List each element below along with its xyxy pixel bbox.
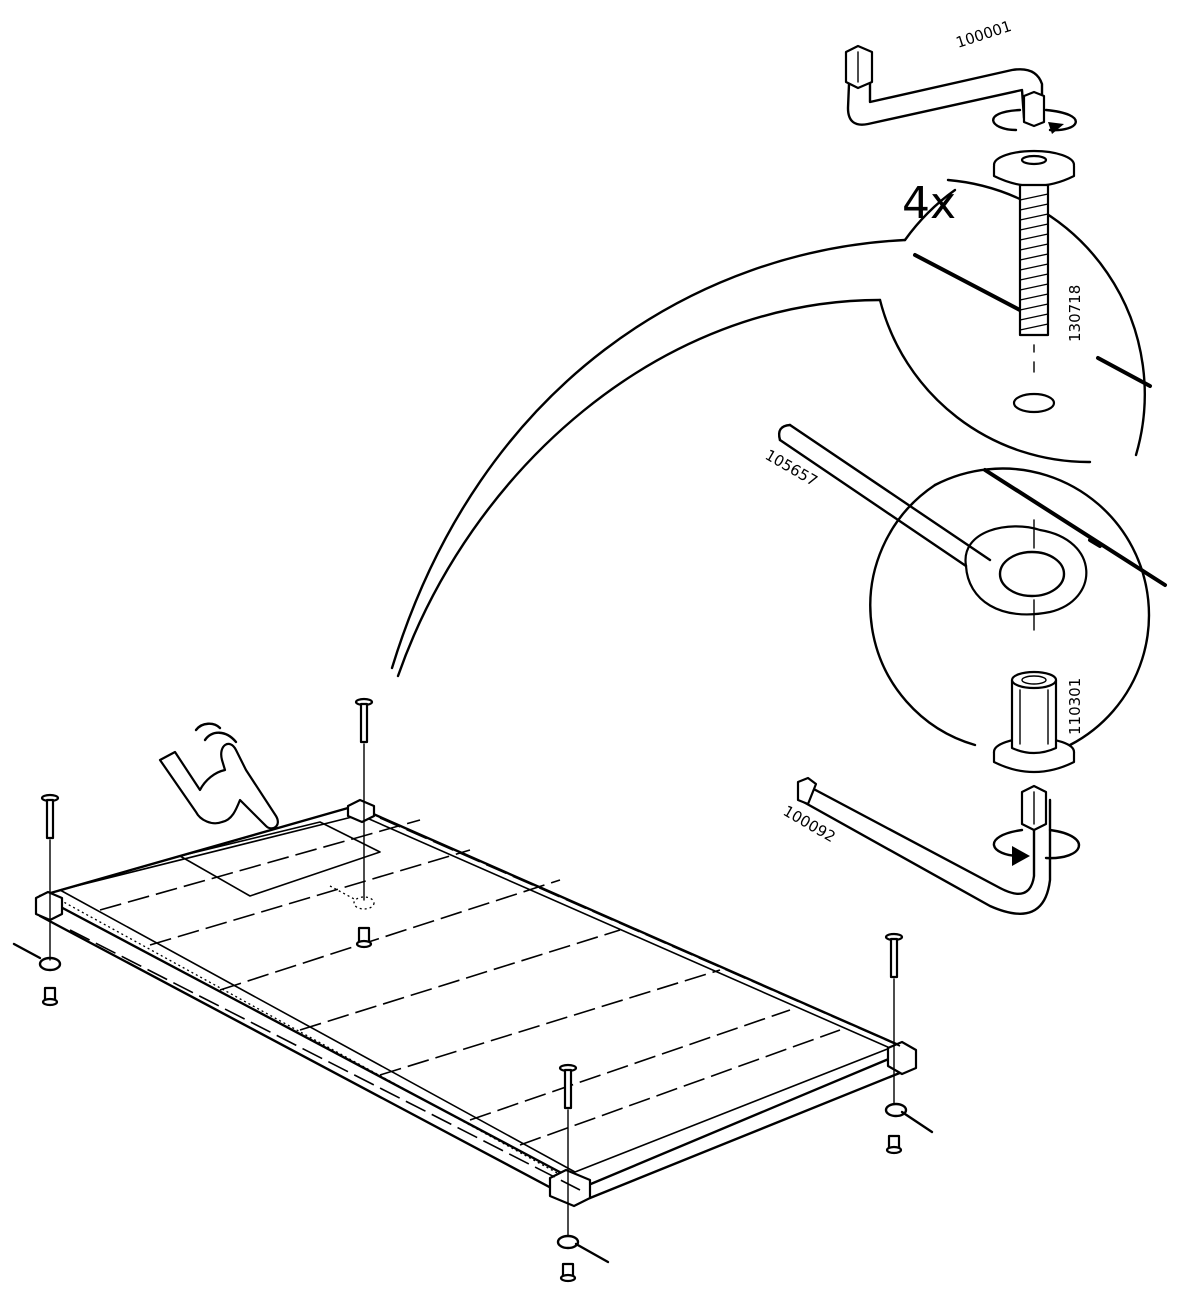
bolt-130718 xyxy=(992,149,1076,414)
part-label-hex-key-bottom: 100092 xyxy=(780,802,839,846)
hex-key-bottom xyxy=(796,776,1052,915)
pointing-hand-icon xyxy=(158,722,279,830)
detail-callout xyxy=(390,178,1167,747)
bed-frame xyxy=(34,798,918,1208)
part-label-barrel-nut: 110301 xyxy=(1066,678,1084,735)
part-label-bolt: 130718 xyxy=(1066,285,1084,342)
quantity-label: 4x xyxy=(902,178,956,229)
part-label-spanner: 105657 xyxy=(762,446,821,490)
rotate-clockwise-icon xyxy=(992,828,1081,866)
rotate-clockwise-icon xyxy=(992,108,1077,134)
corner-fasteners xyxy=(12,697,934,1283)
part-label-hex-key-top: 100001 xyxy=(954,17,1014,52)
barrel-nut-110301 xyxy=(992,670,1076,774)
hex-key-top xyxy=(844,44,1046,128)
spanner-105657 xyxy=(777,423,1088,631)
